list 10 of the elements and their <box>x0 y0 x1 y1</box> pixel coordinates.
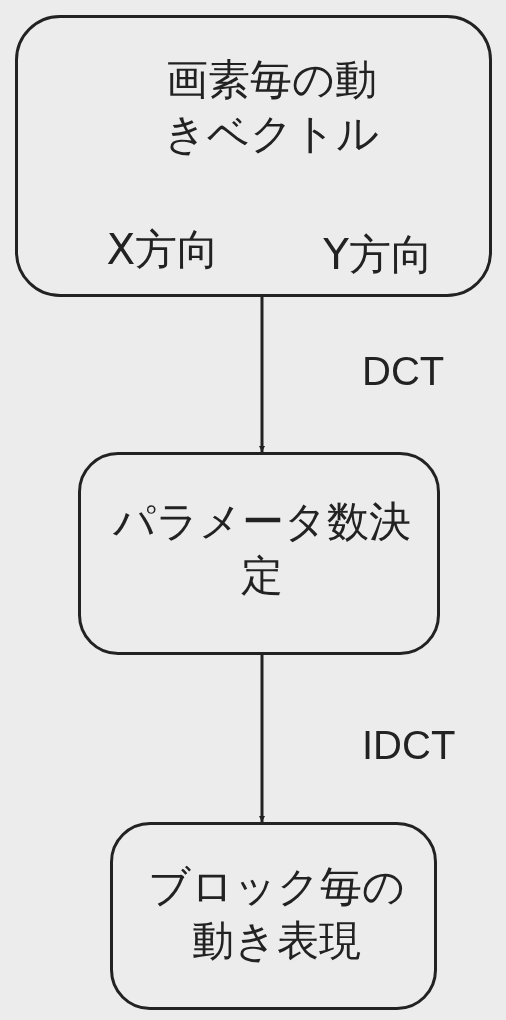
arrow <box>259 297 265 452</box>
box-text: X方向 <box>105 224 221 276</box>
arrow <box>259 655 265 822</box>
box-text: 画素毎の動きベクトル <box>163 54 380 160</box>
process-box <box>78 452 440 655</box>
process-box <box>110 822 437 1010</box>
box-text: Y方向 <box>322 229 434 281</box>
box-text: パラメータ数決定 <box>112 496 412 602</box>
process-box <box>15 15 492 297</box>
box-text: ブロック毎の動き表現 <box>147 861 406 967</box>
